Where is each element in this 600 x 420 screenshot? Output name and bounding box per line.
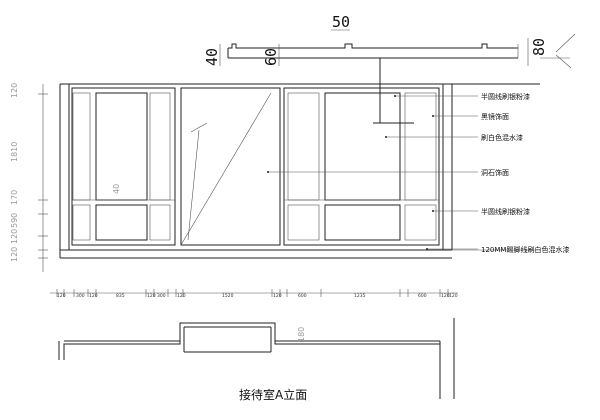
bottom-dim-6: 300 — [157, 293, 166, 299]
center-dim-label: 40 — [112, 184, 121, 194]
plan-small-dim: 180 — [297, 327, 306, 342]
callout-label-5: 半圆线刷银粉漆 — [481, 207, 530, 216]
bottom-dim-12: 600 — [418, 293, 427, 299]
elevation-outline — [59, 83, 540, 259]
bottom-dim-3: 120 — [89, 293, 98, 299]
bottom-dim-7: 120 — [177, 293, 186, 299]
door: 40 — [112, 87, 281, 246]
callout-label-6: 120MM踢脚线刷白色混水漆 — [481, 245, 569, 254]
profile-dim-top: 50 — [332, 13, 350, 31]
left-dim-1: 120 — [10, 83, 19, 98]
bottom-dim-11: 1235 — [354, 293, 366, 299]
bottom-dim-4: 835 — [116, 293, 125, 299]
callouts: 半圆线刷银粉漆 黑镜饰面 刷白色混水漆 洞石饰面 半圆线刷银粉漆 120MM踢脚… — [267, 92, 569, 254]
drawing-title: 接待室A立面 — [239, 387, 307, 402]
left-dim-6: 120 — [10, 247, 19, 262]
callout-label-1: 半圆线刷银粉漆 — [481, 92, 530, 101]
profile-dim-a: 40 — [203, 48, 221, 66]
left-dim-3: 170 — [10, 190, 19, 205]
callout-label-2: 黑镜饰面 — [481, 112, 509, 121]
plan-section: 180 — [58, 318, 455, 399]
bottom-dimensions: 120 300 120 835 120 300 120 1520 120 600… — [50, 289, 458, 299]
profile-dim-c: 80 — [530, 38, 548, 56]
bottom-dim-13: 120 — [441, 293, 450, 299]
callout-label-4: 洞石饰面 — [481, 168, 509, 177]
bottom-dim-9: 120 — [273, 293, 282, 299]
bottom-dim-1: 120 — [57, 293, 66, 299]
left-dim-2: 1810 — [10, 142, 19, 162]
molding-profile: 50 40 60 80 — [203, 13, 576, 124]
callout-label-3: 刷白色混水漆 — [481, 133, 523, 142]
bottom-dim-5: 120 — [147, 293, 156, 299]
bottom-dim-14: 120 — [449, 293, 458, 299]
left-dimensions: 120 1810 170 590 120 120 — [10, 83, 48, 272]
left-panel-group — [71, 87, 176, 246]
left-dim-5: 120 — [10, 229, 19, 244]
bottom-dim-ticks — [56, 289, 449, 297]
bottom-dim-8: 1520 — [222, 293, 234, 299]
right-panel-group — [283, 87, 440, 246]
bottom-dim-10: 600 — [298, 293, 307, 299]
profile-dim-b: 60 — [262, 48, 280, 66]
left-dim-4: 590 — [10, 213, 19, 228]
bottom-dim-2: 300 — [76, 293, 85, 299]
